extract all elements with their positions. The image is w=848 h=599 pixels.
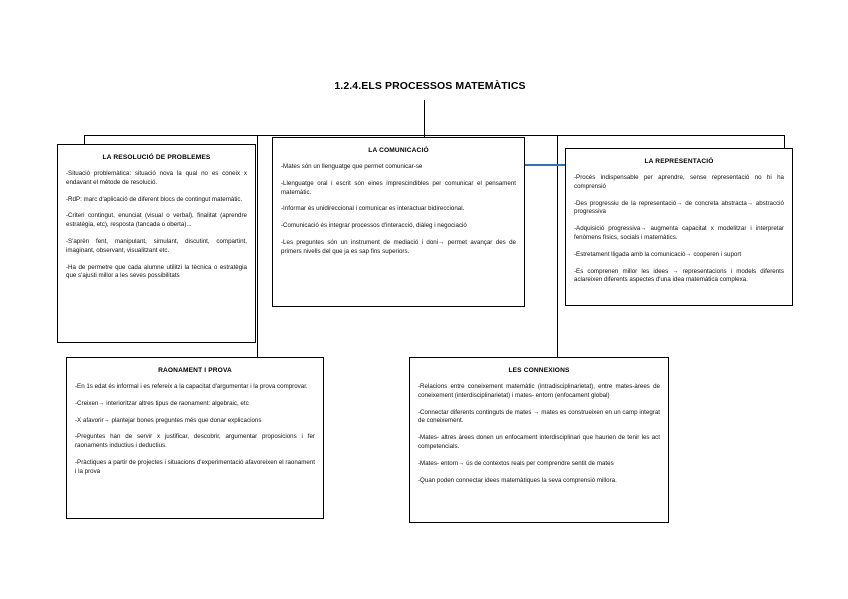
node-bullet: -Mates són un llenguatge que permet comu… — [281, 163, 423, 170]
node-bullet: -Quan poden connectar idees matemàtiques… — [418, 476, 617, 484]
node-bullet: -Estretament lligada amb la comunicació→… — [574, 250, 742, 258]
node-bullet: -Creixen→ interioritzar altres tipus de … — [75, 399, 249, 407]
node-bullet: -Informar és unidireccional i comunicar … — [281, 205, 465, 213]
node-bullet: -Des progressiu de la representació→ de … — [574, 199, 784, 216]
node-bullet: -RdP: marc d'aplicació de diferent blocs… — [66, 195, 243, 203]
node-la-comunicacio[interactable]: LA COMUNICACIÓ -Mates són un llenguatge … — [272, 137, 525, 307]
node-bullet: -Mates- altres àrees donen un enfocament… — [418, 434, 660, 450]
node-bullet: -Pràctiques a partir de projectes i situ… — [75, 458, 315, 475]
node-bullet: -Llenguatge oral i escrit són eines impr… — [281, 179, 516, 196]
node-bullet: -Mates- entorn→ ús de contextos reals pe… — [418, 459, 614, 467]
node-bullet: -X afavorir→ plantejar bones preguntes m… — [75, 416, 262, 424]
node-bullet: -Relacions entre coneixement matemàtic (… — [418, 383, 660, 399]
node-bullet: -En 1s edat és informal i es refereix a … — [75, 383, 308, 390]
connector-horizontal-bar — [84, 135, 784, 136]
node-bullet: -Procés indispensable per aprendre, sens… — [574, 174, 784, 190]
node-la-resolucio-de-problemes[interactable]: LA RESOLUCIÓ DE PROBLEMES -Situació prob… — [57, 144, 256, 343]
node-bullet: -Connectar diferents continguts de mates… — [418, 408, 660, 425]
node-heading: LA COMUNICACIÓ — [368, 147, 429, 154]
node-heading: LES CONNEXIONS — [508, 367, 570, 374]
node-raonament-i-prova[interactable]: RAONAMENT I PROVA -En 1s edat és informa… — [66, 357, 324, 519]
node-bullet: -Adquisició progressiva→ augmenta capaci… — [574, 225, 784, 241]
node-heading: RAONAMENT I PROVA — [158, 367, 232, 374]
connector-title-stem — [424, 100, 425, 136]
node-bullet: -Es comprenen millor les idees → represe… — [574, 267, 784, 284]
node-les-connexions[interactable]: LES CONNEXIONS -Relacions entre coneixem… — [409, 357, 669, 523]
node-la-representacio[interactable]: LA REPRESENTACIÓ -Procés indispensable p… — [565, 148, 793, 306]
node-bullet: -Les preguntes són un instrument de medi… — [281, 238, 516, 255]
node-bullet: -S'aprèn fent, manipulant, simulant, dis… — [66, 237, 247, 254]
node-bullet: -Situació problemàtica: situació nova la… — [66, 170, 247, 186]
node-bullet: -Comunicació és integrar processos d'int… — [281, 222, 467, 230]
node-heading: LA REPRESENTACIÓ — [644, 158, 714, 165]
node-bullet: -Preguntes han de servir x justificar, d… — [75, 433, 315, 450]
page-title: 1.2.4.ELS PROCESSOS MATEMÀTICS — [334, 80, 526, 92]
connector-drop-raonament — [257, 135, 258, 358]
node-bullet: -Criteri contingut, enunciat (visual o v… — [66, 212, 247, 229]
node-bullet: -Ha de permetre que cada alumne utilitzi… — [66, 263, 247, 280]
node-heading: LA RESOLUCIÓ DE PROBLEMES — [102, 154, 211, 161]
connector-drop-connexions — [557, 135, 558, 358]
